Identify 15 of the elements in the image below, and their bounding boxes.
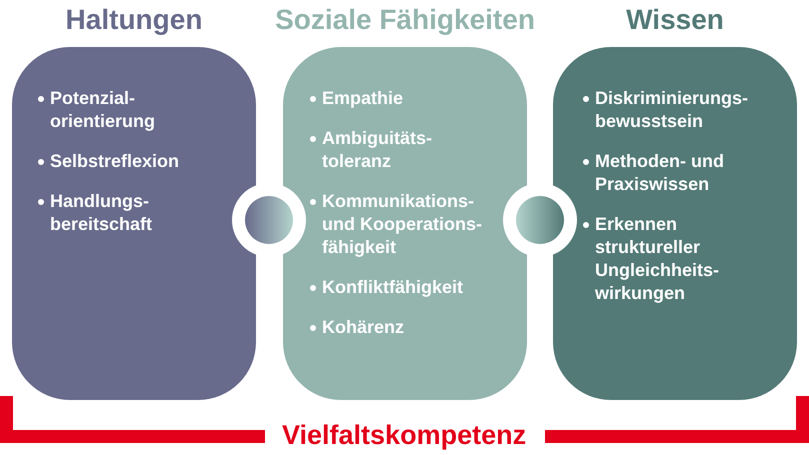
list-item: Empathie [322, 87, 404, 110]
list-item: Handlungs- bereitschaft [50, 190, 154, 236]
list-item: Ambiguitäts- toleranz [322, 127, 433, 173]
list-item: Erkennen struktureller Ungleichheits- wirkungen [595, 213, 720, 305]
list-item: Kohärenz [322, 316, 406, 339]
column-heading: Haltungen [66, 3, 202, 37]
column-heading: Wissen [626, 3, 724, 37]
list-item: Selbstreflexion [50, 150, 180, 173]
list-item: Kommunikations- und Kooperations- fähigkeit [322, 190, 483, 259]
bracket-label: Vielfaltskompetenz [282, 420, 526, 451]
list-item: Potenzial- orientierung [50, 87, 156, 133]
list-item: Methoden- und Praxiswissen [595, 150, 725, 196]
list-item: Konfliktfähigkeit [322, 276, 464, 299]
list-item: Diskriminierungs- bewusstsein [595, 87, 750, 133]
column-heading: Soziale Fähigkeiten [275, 3, 535, 37]
